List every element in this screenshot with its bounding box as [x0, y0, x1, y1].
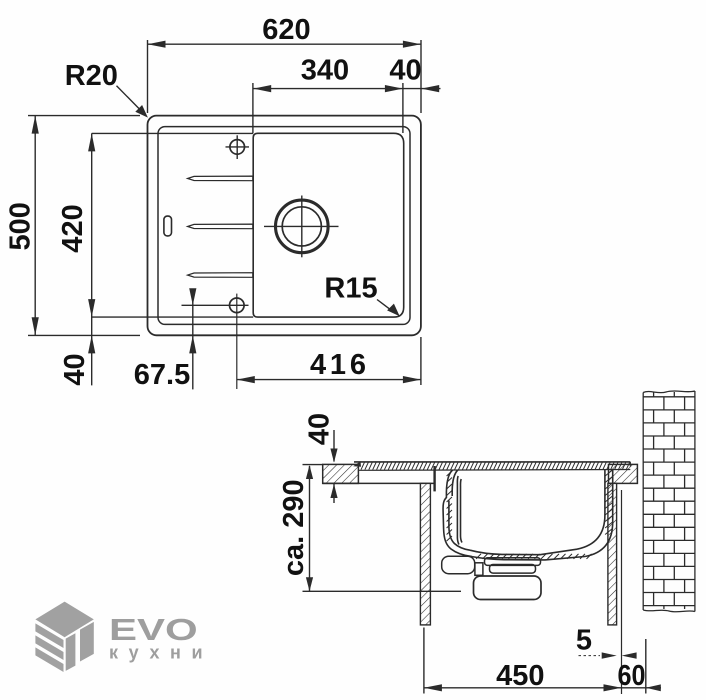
svg-text:620: 620	[262, 14, 310, 46]
svg-text:40: 40	[59, 353, 91, 385]
svg-text:60: 60	[618, 660, 646, 692]
svg-text:420: 420	[57, 204, 89, 252]
svg-text:67.5: 67.5	[134, 359, 190, 391]
svg-text:5: 5	[576, 625, 592, 657]
svg-text:ca. 290: ca. 290	[278, 479, 310, 576]
svg-text:R20: R20	[65, 60, 118, 92]
svg-text:кухни: кухни	[109, 643, 203, 663]
svg-text:500: 500	[5, 202, 37, 250]
svg-text:340: 340	[301, 55, 349, 87]
svg-text:R15: R15	[324, 273, 377, 305]
svg-text:40: 40	[304, 413, 336, 445]
svg-text:450: 450	[496, 660, 544, 692]
svg-text:416: 416	[310, 349, 366, 381]
svg-text:EVO: EVO	[109, 613, 198, 647]
svg-text:40: 40	[389, 55, 421, 87]
